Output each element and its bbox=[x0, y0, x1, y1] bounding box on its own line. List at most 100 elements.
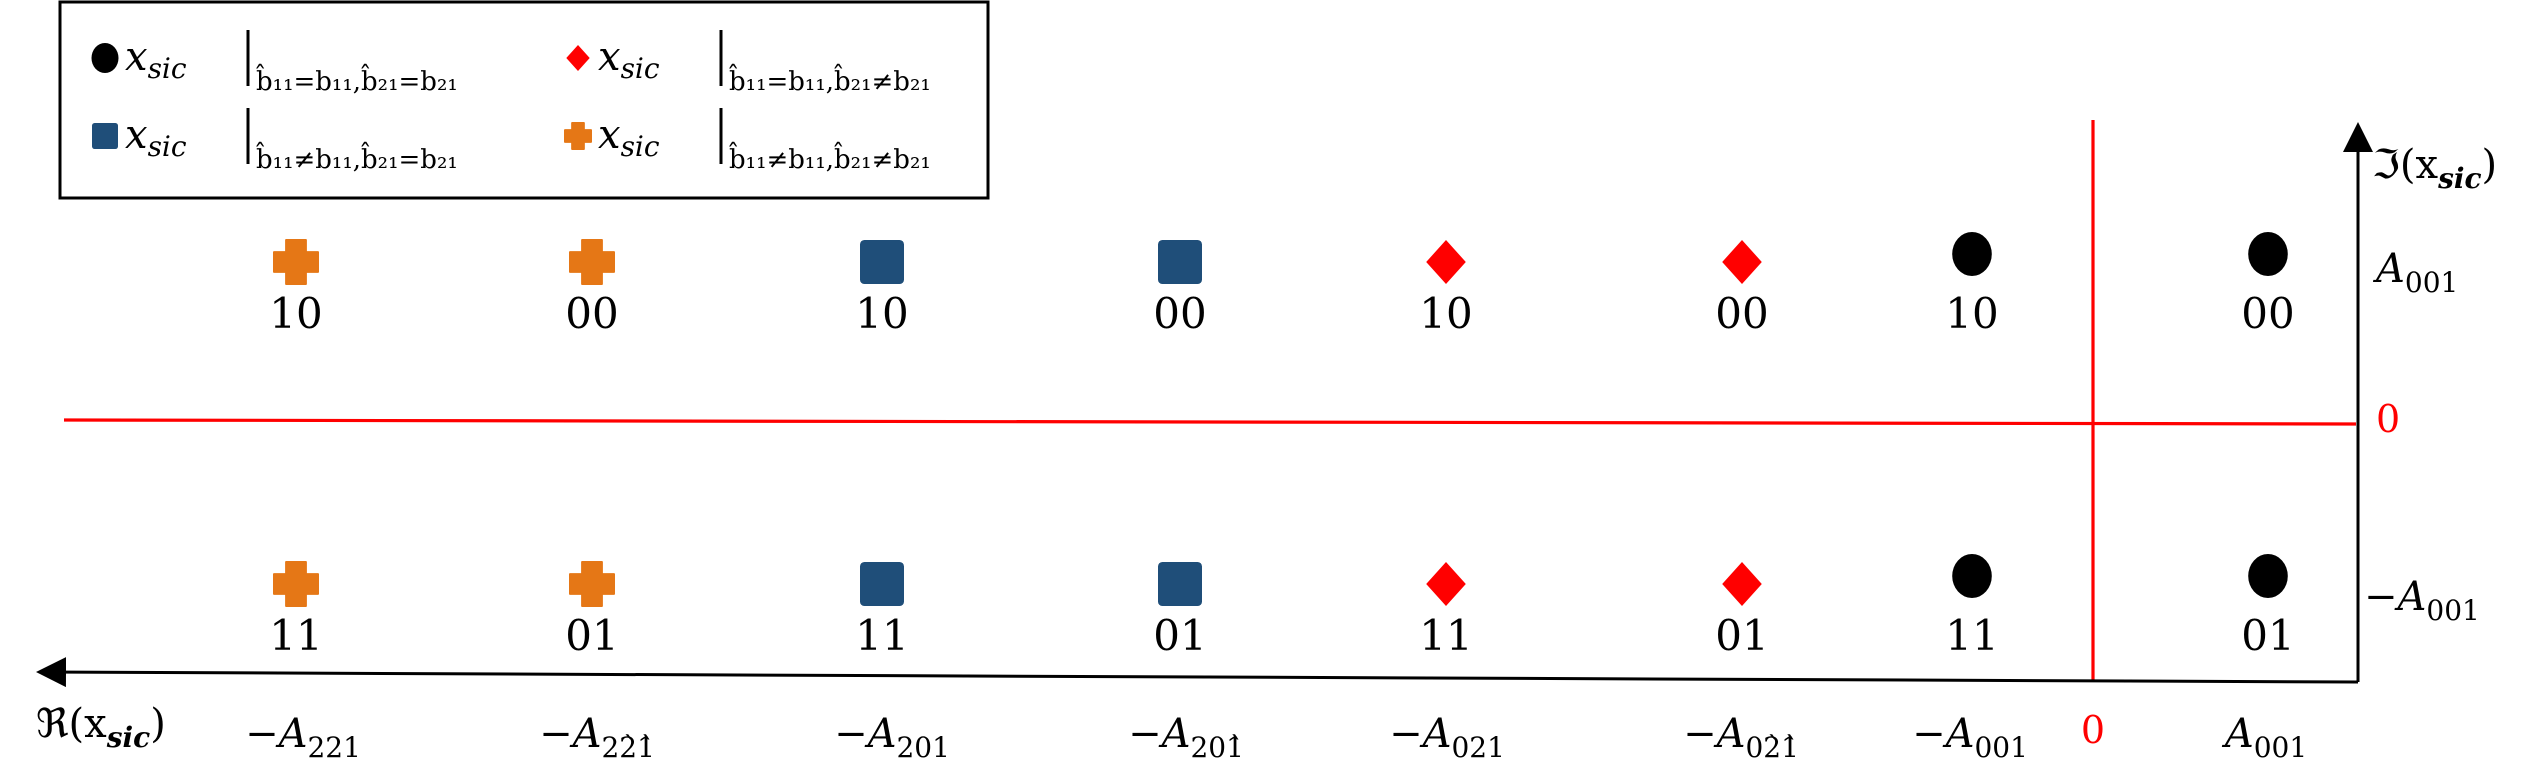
point-bit-label: 11 bbox=[269, 611, 322, 660]
square-point-marker bbox=[1158, 562, 1202, 606]
x-tick-sign: − bbox=[1683, 711, 1717, 757]
constellation-point: 01 bbox=[1153, 562, 1207, 660]
constellation-point: 00 bbox=[1153, 240, 1207, 338]
point-bit-label: 10 bbox=[855, 289, 908, 338]
diamond-legend-marker bbox=[566, 45, 590, 71]
cross-point-marker bbox=[273, 561, 319, 607]
legend-label-main: x bbox=[125, 34, 148, 80]
constellation-point: 00 bbox=[1715, 240, 1769, 338]
point-bit-label: 10 bbox=[1419, 289, 1472, 338]
constellation-point: 11 bbox=[855, 562, 909, 660]
x-tick-label: −A201̀ bbox=[1128, 711, 1244, 764]
x-tick-base: A bbox=[1419, 711, 1452, 757]
origin-y-label: 0 bbox=[2376, 397, 2400, 441]
point-bit-label: 01 bbox=[565, 611, 618, 660]
point-bit-label: 10 bbox=[269, 289, 322, 338]
x-tick-sub: 221 bbox=[307, 731, 360, 764]
x-tick-sign: − bbox=[1128, 711, 1162, 757]
x-tick-base: A bbox=[569, 711, 602, 757]
legend-label-sub: sic bbox=[621, 52, 660, 85]
constellation-point: 11 bbox=[1419, 562, 1473, 660]
real-axis-zero-line bbox=[63, 418, 2357, 426]
constellation-point: 10 bbox=[1419, 240, 1473, 338]
x-tick-base: A bbox=[1942, 711, 1975, 757]
x-tick-labels: −A221−A22̀1̀−A201−A201̀−A021−A02̀1̀−A001… bbox=[245, 711, 2307, 764]
legend-condition: b̂₁₁=b₁₁,b̂₂₁≠b₂₁ bbox=[729, 63, 931, 97]
x-tick-label: A001 bbox=[2221, 711, 2307, 764]
x-tick-label: −A001 bbox=[1912, 711, 2028, 764]
x-tick-sub: 201 bbox=[896, 731, 949, 764]
imag-axis-label: ℑ(xsic) bbox=[2372, 142, 2497, 195]
legend-label: xsic bbox=[598, 112, 660, 163]
x-tick-sub: 22̀1̀ bbox=[601, 731, 654, 764]
legend-label-sub: sic bbox=[148, 130, 187, 163]
x-tick-base: A bbox=[1158, 711, 1191, 757]
legend-condition: b̂₁₁≠b₁₁,b̂₂₁≠b₂₁ bbox=[729, 141, 931, 175]
constellation-point: 01 bbox=[1715, 562, 1769, 660]
circle-point-marker bbox=[1952, 554, 1992, 598]
point-bit-label: 11 bbox=[1419, 611, 1472, 660]
square-point-marker bbox=[860, 240, 904, 284]
circle-point-marker bbox=[2248, 554, 2288, 598]
real-axis-arrow bbox=[36, 657, 2359, 688]
x-tick-base: A bbox=[864, 711, 897, 757]
legend-label-main: x bbox=[598, 34, 621, 80]
diamond-point-marker bbox=[1426, 562, 1466, 606]
circle-point-marker bbox=[2248, 232, 2288, 276]
constellation-point: 11 bbox=[1945, 554, 1999, 660]
x-tick-sub: 201̀ bbox=[1190, 731, 1243, 764]
x-tick-sub: 021 bbox=[1451, 731, 1504, 764]
real-axis-label-close: ) bbox=[150, 701, 166, 747]
x-tick-sub: 02̀1̀ bbox=[1745, 731, 1798, 764]
constellation-point: 10 bbox=[1945, 232, 1999, 338]
imag-axis-label-sub: sic bbox=[2437, 162, 2481, 195]
point-bit-label: 00 bbox=[1715, 289, 1768, 338]
y-tick-sub: 001 bbox=[2405, 266, 2458, 299]
y-tick-base: A bbox=[2372, 246, 2405, 292]
real-axis-label-sub: sic bbox=[106, 721, 150, 754]
x-tick-sign: − bbox=[245, 711, 279, 757]
circle-legend-marker bbox=[91, 43, 119, 73]
legend-label: xsic bbox=[598, 34, 660, 85]
x-tick-sign: − bbox=[1912, 711, 1946, 757]
constellation-point: 10 bbox=[269, 239, 323, 338]
point-bit-label: 11 bbox=[855, 611, 908, 660]
diamond-point-marker bbox=[1722, 240, 1762, 284]
x-tick-base: A bbox=[1713, 711, 1746, 757]
x-tick-sub: 001 bbox=[2254, 731, 2307, 764]
imag-axis-label-close: ) bbox=[2482, 142, 2498, 188]
point-bit-label: 00 bbox=[1153, 289, 1206, 338]
legend-entry: xsic b̂₁₁≠b₁₁,b̂₂₁≠b₂₁ bbox=[564, 108, 931, 175]
imag-axis-label-text: ℑ(x bbox=[2372, 142, 2438, 188]
point-bit-label: 11 bbox=[1945, 611, 1998, 660]
legend-label-sub: sic bbox=[621, 130, 660, 163]
legend-label-main: x bbox=[598, 112, 621, 158]
x-tick-label: −A201 bbox=[834, 711, 950, 764]
legend-entry: xsic b̂₁₁=b₁₁,b̂₂₁≠b₂₁ bbox=[566, 30, 931, 97]
x-tick-label: −A021 bbox=[1389, 711, 1505, 764]
x-tick-label: −A02̀1̀ bbox=[1683, 711, 1799, 764]
y-tick-sign: − bbox=[2364, 574, 2398, 620]
x-tick-label: −A22̀1̀ bbox=[539, 711, 655, 764]
constellation-point: 01 bbox=[565, 561, 619, 660]
x-tick-label: −A221 bbox=[245, 711, 361, 764]
x-tick-base: A bbox=[2221, 711, 2254, 757]
point-bit-label: 00 bbox=[565, 289, 618, 338]
cross-point-marker bbox=[569, 239, 615, 285]
x-tick-sub: 001 bbox=[1974, 731, 2027, 764]
cross-point-marker bbox=[569, 561, 615, 607]
real-axis-label: ℜ(xsic) bbox=[36, 701, 166, 754]
circle-point-marker bbox=[1952, 232, 1992, 276]
constellation-point: 10 bbox=[855, 240, 909, 338]
y-tick-labels: A001−A001 bbox=[2364, 246, 2480, 627]
x-tick-sign: − bbox=[1389, 711, 1423, 757]
y-tick-base: A bbox=[2394, 574, 2427, 620]
point-bit-label: 01 bbox=[2241, 611, 2294, 660]
constellation-point: 00 bbox=[565, 239, 619, 338]
x-tick-sign: − bbox=[539, 711, 573, 757]
